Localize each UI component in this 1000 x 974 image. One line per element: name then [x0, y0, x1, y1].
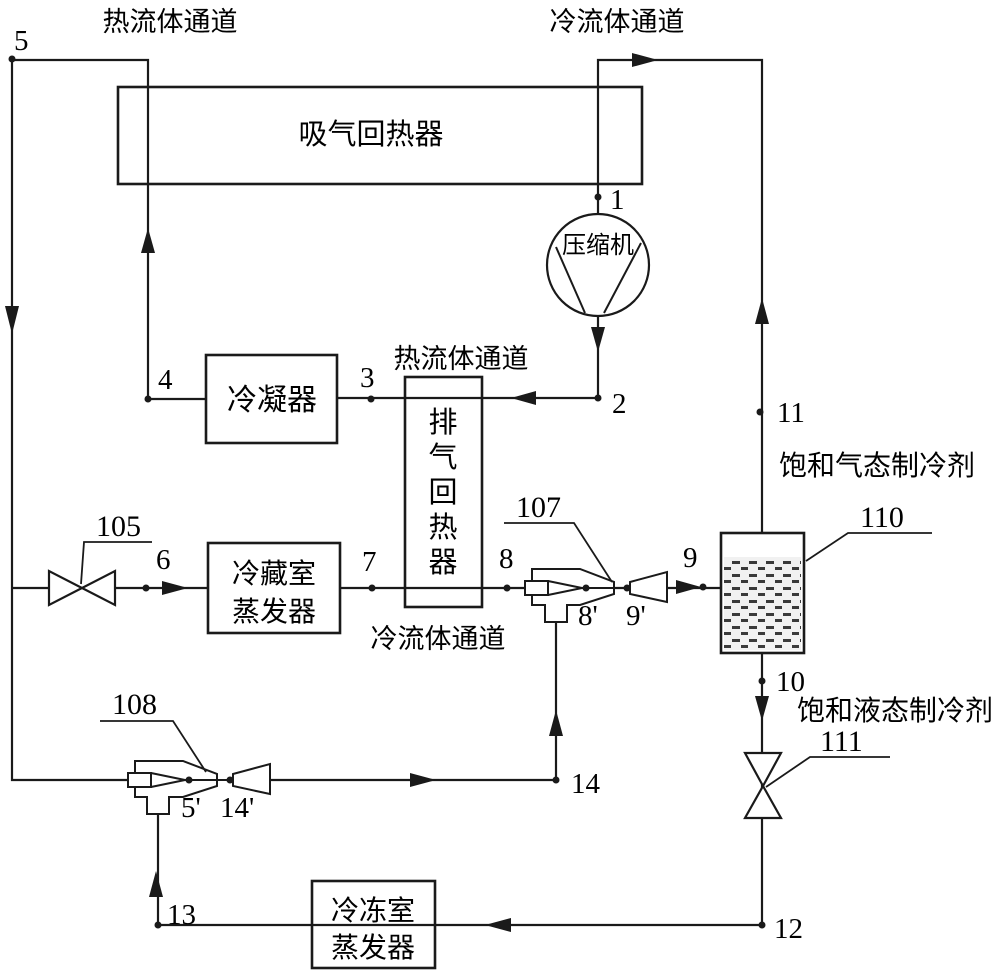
flow-arrow-right-6 [162, 581, 188, 595]
discharge-regenerator-char-3: 回 [428, 477, 457, 509]
flow-arrow-down-10 [755, 696, 769, 721]
flow-arrow-down-compressor [591, 327, 605, 352]
dot-13 [155, 922, 162, 929]
discharge-regenerator-char-5: 器 [428, 547, 457, 579]
freezer-evaporator-line2: 蒸发器 [331, 932, 415, 963]
liquid-level [724, 557, 801, 650]
dot-14 [553, 777, 560, 784]
flow-arrow-up-14 [549, 710, 563, 736]
point-4: 4 [158, 364, 173, 396]
ref-111: 111 [820, 725, 863, 758]
dot-14p [227, 777, 234, 784]
point-1: 1 [610, 184, 625, 216]
pipe-network [12, 60, 762, 925]
dot-7 [369, 585, 376, 592]
point-9p: 9' [626, 600, 646, 632]
point-7: 7 [362, 546, 377, 578]
freezer-evaporator-line1: 冷冻室 [331, 895, 415, 926]
compressor-label: 压缩机 [562, 232, 634, 259]
leader-111 [766, 757, 890, 787]
condenser-label: 冷凝器 [227, 384, 317, 417]
dot-9 [700, 584, 707, 591]
dot-8 [504, 585, 511, 592]
leader-105 [81, 542, 152, 584]
flow-arrow-left-12 [485, 918, 511, 932]
discharge-regenerator-char-2: 气 [428, 441, 457, 474]
suction-regenerator-label: 吸气回热器 [298, 118, 443, 151]
point-6: 6 [156, 544, 171, 576]
pipe-5-loop [12, 60, 148, 780]
flow-arrow-left-2-3 [511, 391, 536, 405]
fridge-evaporator-line2: 蒸发器 [232, 596, 316, 627]
dot-1 [595, 194, 602, 201]
point-12: 12 [774, 913, 803, 945]
point-5: 5 [14, 25, 29, 57]
hot-channel-mid-label: 热流体通道 [394, 344, 529, 374]
flow-arrow-right-14 [410, 773, 436, 787]
point-10: 10 [776, 666, 805, 698]
point-11: 11 [777, 397, 805, 429]
dot-3 [368, 396, 375, 403]
dot-2 [595, 395, 602, 402]
dot-11 [757, 409, 764, 416]
point-8p: 8' [578, 600, 598, 632]
point-2: 2 [612, 388, 627, 420]
ref-107: 107 [516, 491, 561, 524]
compressor-symbol: 压缩机 [547, 214, 649, 316]
discharge-regenerator-char-1: 排 [428, 406, 457, 439]
leader-110 [806, 533, 932, 561]
point-5p: 5' [181, 792, 201, 824]
expansion-valve-111 [745, 753, 781, 818]
saturated-liquid-label: 饱和液态制冷剂 [797, 695, 993, 726]
saturated-gas-label: 饱和气态制冷剂 [779, 450, 975, 481]
point-14p: 14' [220, 792, 254, 824]
hot-channel-top-label: 热流体通道 [103, 7, 238, 37]
cold-channel-top-label: 冷流体通道 [550, 7, 685, 37]
point-9: 9 [683, 542, 698, 574]
flow-arrow-down-left [5, 306, 19, 334]
point-8: 8 [499, 543, 514, 575]
dot-9p [624, 585, 631, 592]
state-point-dots [9, 56, 766, 929]
flow-arrow-left-top [632, 53, 658, 67]
flow-arrow-right-9 [676, 580, 701, 594]
flow-arrow-up-13 [149, 871, 163, 897]
ref-110: 110 [860, 501, 904, 534]
state-point-numbers: 5 1 2 3 4 6 7 8 9 10 11 12 13 14 5' 8' 9… [14, 25, 805, 945]
dot-6 [143, 585, 150, 592]
point-14: 14 [571, 768, 601, 800]
point-13: 13 [167, 899, 196, 931]
flow-arrow-up-11 [755, 298, 769, 324]
cold-channel-mid-label: 冷流体通道 [371, 624, 506, 654]
discharge-regenerator-char-4: 热 [428, 511, 457, 544]
separator-tank [721, 533, 804, 653]
fridge-evaporator-line1: 冷藏室 [232, 558, 316, 589]
dot-10 [759, 678, 766, 685]
dot-8p [583, 585, 590, 592]
dot-4 [145, 396, 152, 403]
ref-108: 108 [112, 688, 157, 721]
dot-5p [186, 777, 193, 784]
point-3: 3 [360, 362, 375, 394]
dot-12 [759, 922, 766, 929]
ref-105: 105 [96, 510, 141, 543]
flow-arrow-up-4 [141, 228, 155, 253]
